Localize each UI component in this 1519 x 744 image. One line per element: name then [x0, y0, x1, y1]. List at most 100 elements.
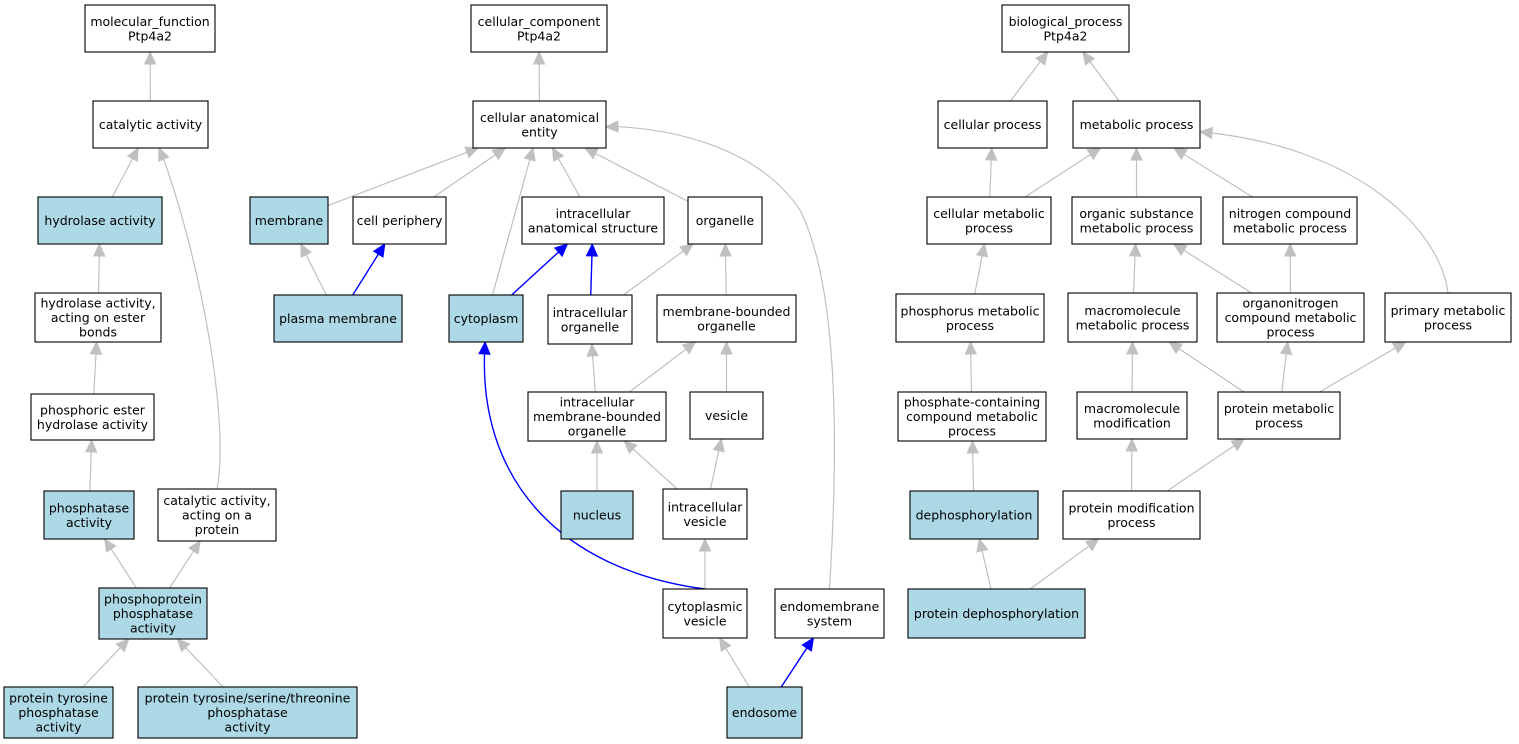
node-cellular_process[interactable]: cellular process [937, 100, 1048, 149]
node-catalytic[interactable]: catalytic activity [92, 100, 209, 149]
node-box [43, 490, 135, 540]
edge-ptp_sst-to-phosphoprotein [176, 638, 224, 688]
node-label-line: macromolecule [1084, 303, 1180, 318]
node-box [1001, 4, 1130, 53]
node-box [1072, 100, 1201, 149]
edge-arrowhead-34 [1082, 51, 1096, 66]
node-organelle[interactable]: organelle [687, 196, 763, 245]
node-plasma_membrane[interactable]: plasma membrane [273, 294, 403, 343]
edge-arrowhead-17 [300, 242, 312, 258]
node-label-line: process [946, 318, 994, 333]
edge-arrowhead-39 [1198, 126, 1214, 140]
edge-line-49 [972, 451, 975, 492]
node-box [448, 294, 524, 343]
node-box [895, 293, 1045, 343]
edge-intra_vesicle-to-imbo [623, 440, 678, 490]
node-label-line: protein tyrosine/serine/threonine [145, 691, 351, 706]
node-dephos[interactable]: dephosphorylation [909, 490, 1039, 540]
node-label-line: cytoplasmic [668, 599, 743, 614]
node-label-line: entity [521, 124, 558, 139]
edge-arrowhead-21 [679, 243, 694, 257]
node-hydrolase[interactable]: hydrolase activity [37, 196, 163, 245]
edge-arrowhead-48 [1391, 341, 1407, 354]
edge-cell_metabolic-to-metabolic [1024, 147, 1102, 198]
node-vesicle[interactable]: vesicle [689, 391, 764, 440]
edge-macro_metabolic-to-organic [1128, 242, 1142, 294]
node-nucleus[interactable]: nucleus [560, 490, 634, 540]
edge-arrowhead-42 [1172, 243, 1188, 256]
edge-endomembrane-to-cae [604, 120, 836, 590]
edge-arrowhead-13 [523, 146, 536, 162]
node-label-line: phosphatase [18, 705, 99, 720]
edge-arrowhead-41 [1128, 242, 1142, 257]
edge-dephos-to-phosphate_cont [966, 439, 980, 492]
edge-arrowhead-18 [372, 242, 386, 258]
node-label-line: process [965, 220, 1013, 235]
node-metabolic[interactable]: metabolic process [1072, 100, 1201, 149]
node-label-line: vesicle [683, 613, 726, 628]
node-membrane[interactable]: membrane [249, 196, 329, 245]
node-label-line: phosphoprotein [104, 592, 202, 607]
edge-intra_organelle-to-organelle [623, 243, 694, 296]
node-endosome[interactable]: endosome [726, 686, 803, 739]
node-label-line: phosphatase [49, 500, 130, 515]
node-label-line: organelle [561, 319, 620, 334]
edge-arrowhead-8 [115, 638, 130, 653]
node-box [1067, 292, 1198, 343]
edge-arrowhead-44 [964, 340, 978, 355]
edge-line-9 [184, 646, 224, 688]
node-cell_periphery[interactable]: cell periphery [352, 196, 447, 245]
edge-arrowhead-46 [1168, 341, 1184, 355]
node-label-line: intracellular [553, 305, 629, 320]
edge-arrowhead-32 [801, 636, 815, 652]
edge-plasma_membrane-to-membrane [300, 242, 327, 296]
node-label-line: phosphate-containing [904, 395, 1040, 410]
edge-arrowhead-36 [1086, 147, 1102, 161]
edge-cell_periphery-to-cae [433, 147, 507, 198]
node-label-line: metabolic process [1080, 117, 1194, 132]
node-label-line: metabolic process [1233, 220, 1347, 235]
edge-line-48 [1319, 346, 1397, 393]
edge-phosphate_cont-to-phosphorus [964, 340, 978, 393]
node-box [774, 588, 885, 639]
edge-line-30 [483, 352, 706, 590]
node-box [521, 196, 665, 245]
node-ptp_sst[interactable]: protein tyrosine/serine/threoninephospha… [137, 686, 358, 739]
edge-phosphorus-to-cell_metabolic [974, 242, 989, 295]
node-protein_dephos[interactable]: protein dephosphorylation [907, 588, 1086, 639]
node-label-line: protein [195, 522, 239, 537]
edge-protein_dephos-to-dephos [976, 537, 992, 590]
node-label-line: plasma membrane [279, 311, 397, 326]
edge-line-21 [623, 250, 685, 296]
node-label-line: catalytic activity, [163, 493, 270, 508]
node-cytoplasm[interactable]: cytoplasm [448, 294, 524, 343]
